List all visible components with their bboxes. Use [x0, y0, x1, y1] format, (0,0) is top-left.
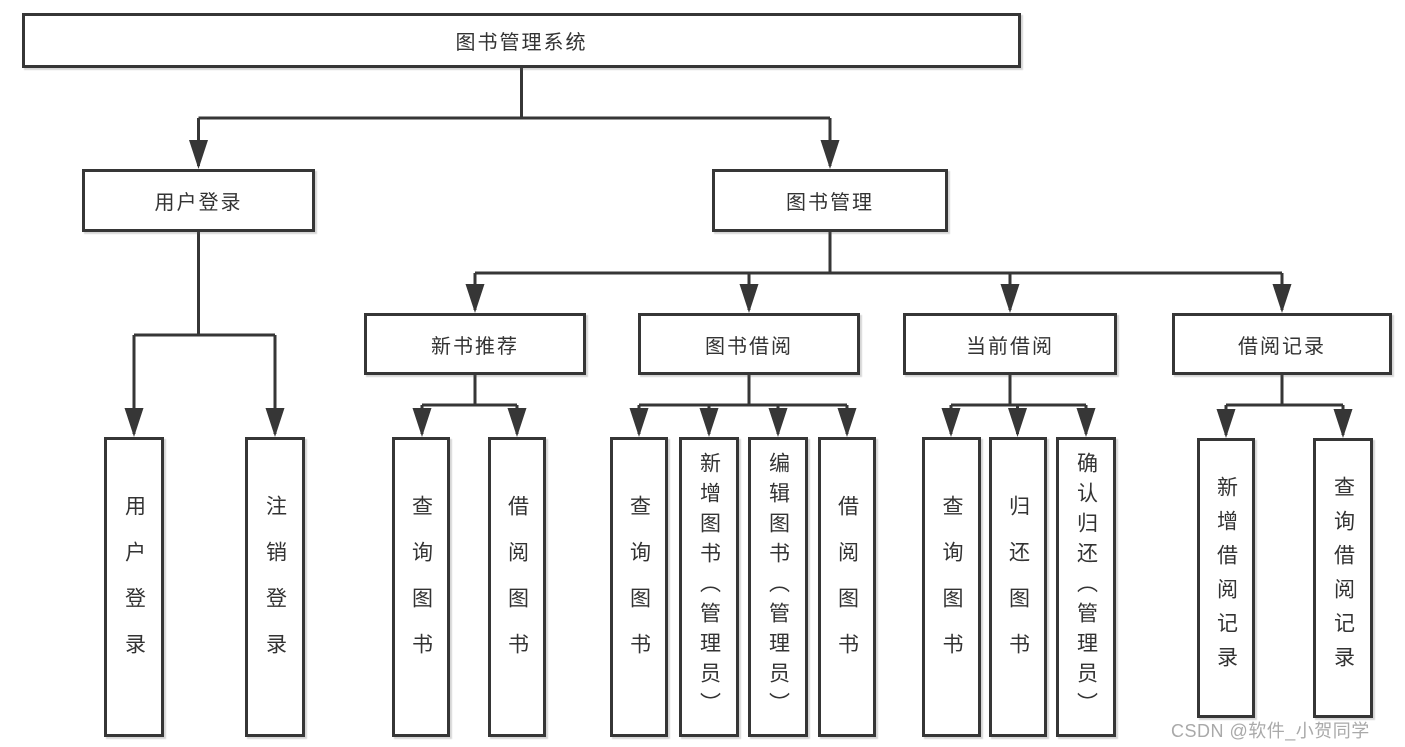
leaf-user-login: 用户登录 — [104, 437, 164, 737]
leaf-query-borrow-record: 查询借阅记录 — [1313, 438, 1373, 718]
connector-userlogin-to-leaves — [132, 232, 277, 434]
node-label: 图书借阅 — [705, 335, 793, 358]
arrowheads — [124, 140, 1353, 438]
connector-root-to-level2 — [197, 66, 832, 166]
connector-newbooks-to-leaves — [420, 375, 519, 434]
leaf-label: 新增借阅记录 — [1214, 476, 1238, 680]
watermark: CSDN @软件_小贺同学 — [1171, 721, 1370, 741]
node-label: 图书管理 — [786, 192, 874, 214]
node-book-borrowing: 图书借阅 — [638, 313, 860, 375]
node-label: 当前借阅 — [966, 335, 1054, 358]
connector-bookmgmt-to-level3 — [473, 232, 1284, 310]
leaf-label: 归还图书 — [1006, 495, 1030, 679]
leaf-add-books-admin: 新增图书（管理员） — [679, 437, 739, 737]
leaf-label: 借阅图书 — [835, 495, 859, 679]
connector-records-to-leaves — [1224, 375, 1345, 435]
node-label: 借阅记录 — [1238, 335, 1326, 358]
node-user-login: 用户登录 — [82, 169, 315, 232]
leaf-label: 新增图书（管理员） — [697, 452, 721, 722]
leaf-borrow-books-2: 借阅图书 — [818, 437, 876, 737]
leaf-label: 注销登录 — [263, 495, 287, 679]
leaf-label: 确认归还（管理员） — [1074, 452, 1098, 722]
node-library-management-system: 图书管理系统 — [22, 13, 1021, 68]
leaf-confirm-return-admin: 确认归还（管理员） — [1056, 437, 1116, 737]
node-new-book-recommend: 新书推荐 — [364, 313, 586, 375]
leaf-label: 查询图书 — [940, 495, 963, 679]
node-book-management: 图书管理 — [712, 169, 948, 232]
leaf-label: 查询图书 — [627, 495, 651, 679]
leaf-label: 查询图书 — [409, 495, 433, 679]
leaf-label: 编辑图书（管理员） — [766, 452, 790, 722]
leaf-label: 用户登录 — [122, 495, 146, 679]
leaf-query-books-3: 查询图书 — [922, 437, 981, 737]
leaf-query-books-2: 查询图书 — [610, 437, 668, 737]
node-borrow-records: 借阅记录 — [1172, 313, 1392, 375]
leaf-add-borrow-record: 新增借阅记录 — [1197, 438, 1255, 718]
node-label: 新书推荐 — [431, 335, 519, 358]
leaf-edit-books-admin: 编辑图书（管理员） — [748, 437, 808, 737]
leaf-return-books: 归还图书 — [989, 437, 1047, 737]
leaf-borrow-books-1: 借阅图书 — [488, 437, 546, 737]
connector-bookborrow-to-leaves — [637, 375, 849, 434]
leaf-label: 查询借阅记录 — [1331, 476, 1355, 680]
node-label: 图书管理系统 — [455, 32, 588, 54]
leaf-logout: 注销登录 — [245, 437, 305, 737]
node-current-borrowing: 当前借阅 — [903, 313, 1117, 375]
leaf-query-books-1: 查询图书 — [392, 437, 450, 737]
node-label: 用户登录 — [154, 192, 243, 214]
leaf-label: 借阅图书 — [505, 495, 529, 679]
